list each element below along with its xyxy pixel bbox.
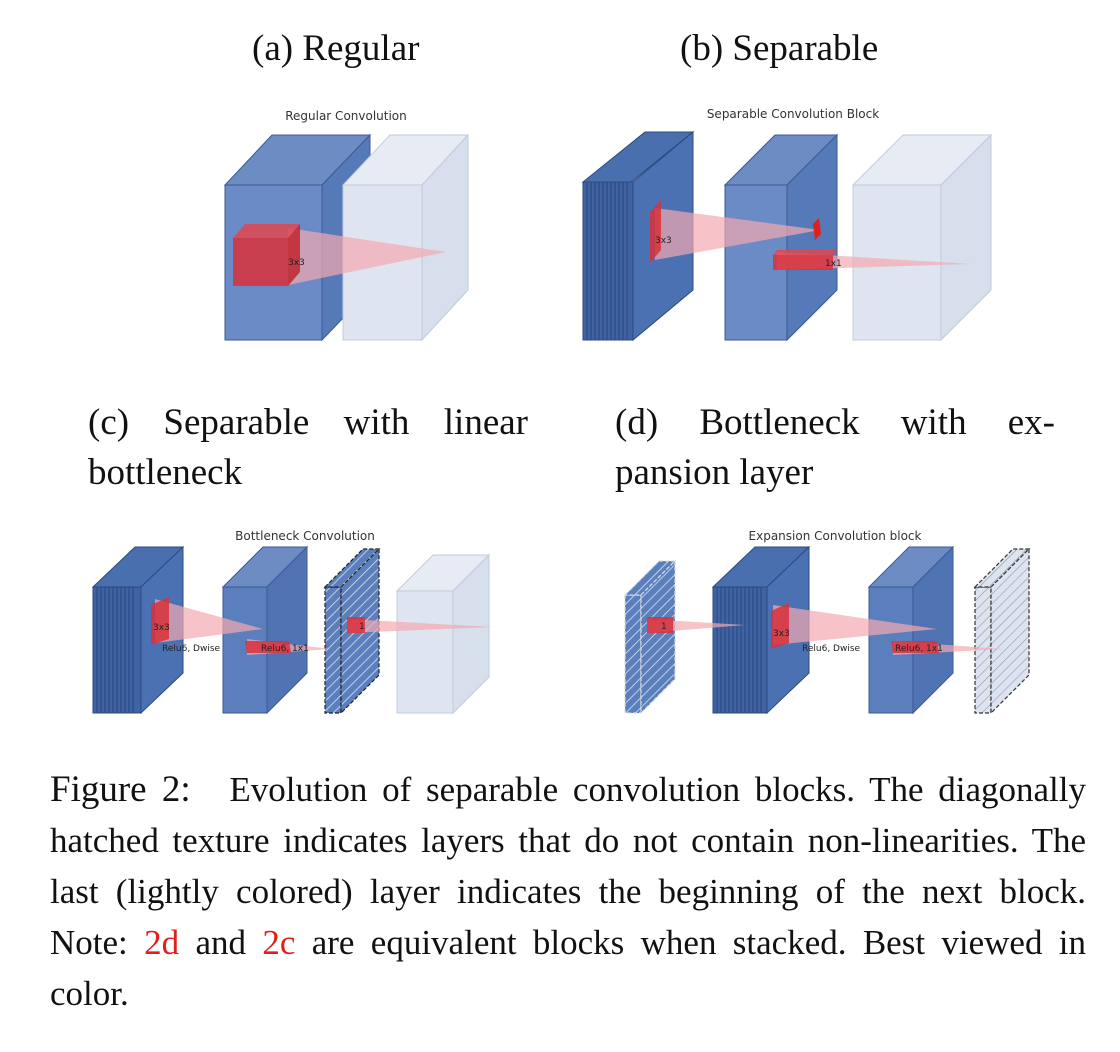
diagram-separable: Separable Convolution Block 3x3 1x1	[581, 107, 993, 342]
subcaption-d-line1: (d) Bottleneck with ex-	[615, 402, 1055, 443]
depthwise-cone	[773, 605, 937, 645]
diagram-c-title: Bottleneck Convolution	[235, 529, 375, 543]
projection-label: 1	[359, 622, 365, 632]
depthwise-output-layer	[867, 545, 955, 715]
depthwise-kernel-label: 3x3	[153, 623, 170, 633]
kernel-label: 3x3	[288, 258, 305, 268]
figure-ref-2d[interactable]: 2d	[144, 923, 180, 962]
projection-cone	[347, 619, 493, 633]
linear-bottleneck-output-layer	[973, 547, 1031, 715]
pointwise-label: Relu6, 1x1	[261, 644, 309, 654]
pointwise-kernel-label: 1x1	[825, 259, 842, 269]
figure-label: Figure 2:	[50, 769, 191, 810]
kernel-cube	[233, 224, 300, 286]
depthwise-cone	[655, 208, 820, 260]
convolution-cone	[288, 228, 446, 285]
depthwise-kernel	[771, 603, 789, 649]
caption-text-2: and	[195, 923, 246, 962]
next-block-layer	[851, 133, 993, 342]
diagram-bottleneck: Bottleneck Convolution	[91, 529, 493, 715]
diagram-d-title: Expansion Convolution block	[749, 529, 922, 543]
figure-caption: Figure 2: Evolution of separable convolu…	[50, 764, 1086, 1019]
diagram-regular: Regular Convolution 3x3	[223, 109, 470, 342]
figure-ref-2c[interactable]: 2c	[262, 923, 296, 962]
subcaption-d: (d) Bottleneck with ex-pansion layer	[615, 398, 1055, 498]
dwise-label: Relu6, Dwise	[802, 644, 861, 654]
subcaption-c: (c) Separable with linear bottleneck	[88, 398, 528, 498]
projection-kernel	[347, 617, 365, 633]
diagram-b-title: Separable Convolution Block	[707, 107, 879, 121]
pointwise-label: Relu6, 1x1	[895, 644, 943, 654]
depthwise-kernel	[151, 597, 169, 645]
expansion-kernel	[647, 617, 673, 633]
caption-text-1: Evolution of separable convolution block…	[50, 770, 1086, 962]
depthwise-kernel-label: 3x3	[655, 236, 672, 246]
pointwise-kernel	[891, 641, 939, 653]
depthwise-kernel-label: 3x3	[773, 629, 790, 639]
subcaption-c-line2: bottleneck	[88, 452, 243, 493]
subcaption-a: (a) Regular	[252, 28, 420, 69]
pointwise-kernel	[773, 250, 837, 270]
subcaption-c-line1: (c) Separable with linear	[88, 402, 528, 443]
next-block-layer	[395, 553, 491, 715]
next-block-layer	[341, 133, 470, 342]
pointwise-kernel	[245, 641, 291, 653]
dwise-label: Relu6, Dwise	[162, 644, 221, 654]
bottleneck-input-layer	[623, 559, 677, 715]
caption-text-3: are equivalent blocks when stacked. Best…	[50, 923, 1087, 1013]
diagram-expansion: Expansion Convolution block 1 3x3 Relu6,…	[623, 529, 1031, 715]
subcaption-b: (b) Separable	[680, 28, 879, 69]
expansion-label: 1	[661, 622, 667, 632]
depthwise-cone	[155, 599, 263, 643]
expanded-layer	[221, 545, 309, 715]
depthwise-kernel	[650, 200, 661, 263]
subcaption-d-line2: pansion layer	[615, 452, 814, 493]
depthwise-output-pixel	[813, 218, 821, 240]
diagram-a-title: Regular Convolution	[285, 109, 407, 123]
